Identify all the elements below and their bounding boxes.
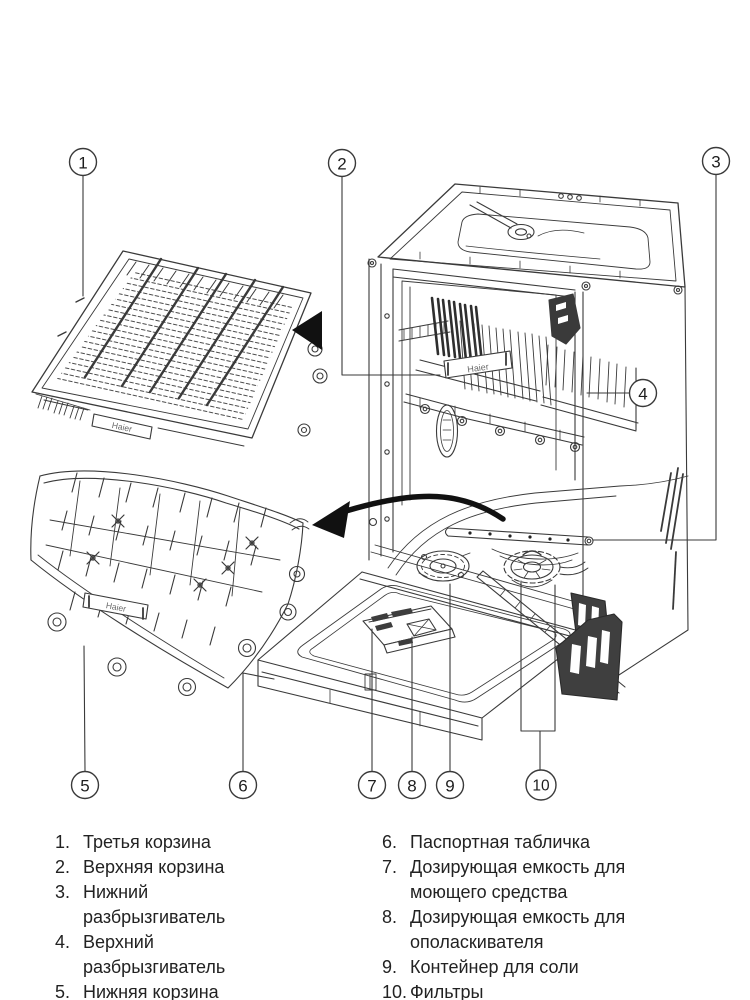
legend-label: Верхний разбрызгиватель xyxy=(83,932,226,977)
legend-number: 9. xyxy=(382,957,398,977)
legend-label: Нижний разбрызгиватель xyxy=(83,882,226,927)
callout-4: 4 xyxy=(628,378,658,408)
legend-item-9: 9. Контейнер для соли xyxy=(382,955,648,980)
filter-assembly xyxy=(503,550,589,588)
leader-3 xyxy=(592,174,717,541)
front-frame-left xyxy=(368,258,394,561)
open-door xyxy=(257,571,591,741)
svg-text:8: 8 xyxy=(407,777,416,796)
legend-item-10: 10. Фильтры xyxy=(382,980,648,1000)
legend-label: Фильтры xyxy=(410,982,484,1000)
callout-leader-lines xyxy=(82,174,717,772)
legend-number: 8. xyxy=(382,907,398,927)
door-slide-rail xyxy=(476,570,626,701)
detergent-dispenser xyxy=(362,605,456,654)
legend-number: 3. xyxy=(55,882,71,902)
legend-item-4: 4. Верхний разбрызгиватель xyxy=(55,930,253,980)
legend-number: 10. xyxy=(382,982,408,1000)
lower-spray-arm xyxy=(444,527,594,566)
third-basket: Haier xyxy=(31,250,328,447)
legend-number: 1. xyxy=(55,832,71,852)
legend-label: Дозирующая емкость для ополаскивателя xyxy=(410,907,626,952)
legend-item-7: 7. Дозирующая емкость для моющего средст… xyxy=(382,855,648,905)
leader-10 xyxy=(520,580,556,771)
callout-5: 5 xyxy=(70,770,100,800)
callout-6: 6 xyxy=(228,770,258,800)
callout-3: 3 xyxy=(701,146,731,176)
legend-item-1: 1. Третья корзина xyxy=(55,830,253,855)
tub-floor xyxy=(370,475,689,613)
leader-2 xyxy=(341,176,441,376)
legend-item-6: 6. Паспортная табличка xyxy=(382,830,648,855)
callout-7: 7 xyxy=(357,770,387,800)
brand-label-upper-basket: Haier xyxy=(467,362,490,375)
legend-label: Нижняя корзина xyxy=(83,982,219,1000)
leader-6 xyxy=(242,672,275,772)
legend-label: Контейнер для соли xyxy=(410,957,579,977)
brand-plate-lower: Haier xyxy=(82,592,149,620)
svg-text:3: 3 xyxy=(711,153,720,172)
callout-bubbles: 1 2 3 4 5 6 7 xyxy=(68,146,731,801)
upper-basket: Haier xyxy=(398,293,639,453)
svg-text:4: 4 xyxy=(638,385,647,404)
legend-number: 2. xyxy=(55,857,71,877)
legend-number: 4. xyxy=(55,932,71,952)
callout-2: 2 xyxy=(327,148,357,178)
salt-container-cap xyxy=(416,550,471,582)
svg-text:5: 5 xyxy=(80,777,89,796)
legend-label: Верхняя корзина xyxy=(83,857,225,877)
svg-text:7: 7 xyxy=(367,777,376,796)
legend-item-5: 5. Нижняя корзина xyxy=(55,980,253,1000)
lower-basket: Haier xyxy=(30,470,310,697)
callout-8: 8 xyxy=(397,770,427,800)
legend-label: Третья корзина xyxy=(83,832,211,852)
dishwasher-parts-diagram: Haier xyxy=(30,146,731,801)
svg-text:9: 9 xyxy=(445,777,454,796)
legend-item-3: 3. Нижний разбрызгиватель xyxy=(55,880,253,930)
callout-9: 9 xyxy=(435,770,465,800)
legend-item-2: 2. Верхняя корзина xyxy=(55,855,253,880)
water-feed-tube xyxy=(469,201,518,229)
callout-10: 10 xyxy=(525,769,557,801)
front-frame-right xyxy=(574,291,584,641)
legend-column-left: 1. Третья корзина 2. Верхняя корзина 3. … xyxy=(55,830,253,1000)
svg-text:6: 6 xyxy=(238,777,247,796)
legend-column-right: 6. Паспортная табличка 7. Дозирующая емк… xyxy=(382,830,648,1000)
leader-5 xyxy=(83,645,86,772)
basket-wheels xyxy=(47,565,306,697)
removal-direction-arrow-icon xyxy=(312,493,506,538)
svg-text:1: 1 xyxy=(78,154,87,173)
legend-item-8: 8. Дозирующая емкость для ополаскивателя xyxy=(382,905,648,955)
legend-number: 6. xyxy=(382,832,398,852)
folding-tine-hubs xyxy=(86,514,259,592)
brand-label-lower-basket: Haier xyxy=(105,600,127,614)
brand-plate-upper: Haier xyxy=(443,350,513,379)
back-wall-ring xyxy=(435,404,459,458)
svg-text:10: 10 xyxy=(532,778,550,795)
svg-text:2: 2 xyxy=(337,155,346,174)
callout-1: 1 xyxy=(68,147,98,177)
brand-label-third-basket: Haier xyxy=(111,420,133,434)
legend-label: Паспортная табличка xyxy=(410,832,591,852)
legend-number: 7. xyxy=(382,857,398,877)
legend-label: Дозирующая емкость для моющего средства xyxy=(410,857,626,902)
brand-plate-third: Haier xyxy=(91,413,153,440)
legend-number: 5. xyxy=(55,982,71,1000)
insert-direction-arrow-icon xyxy=(292,311,322,350)
